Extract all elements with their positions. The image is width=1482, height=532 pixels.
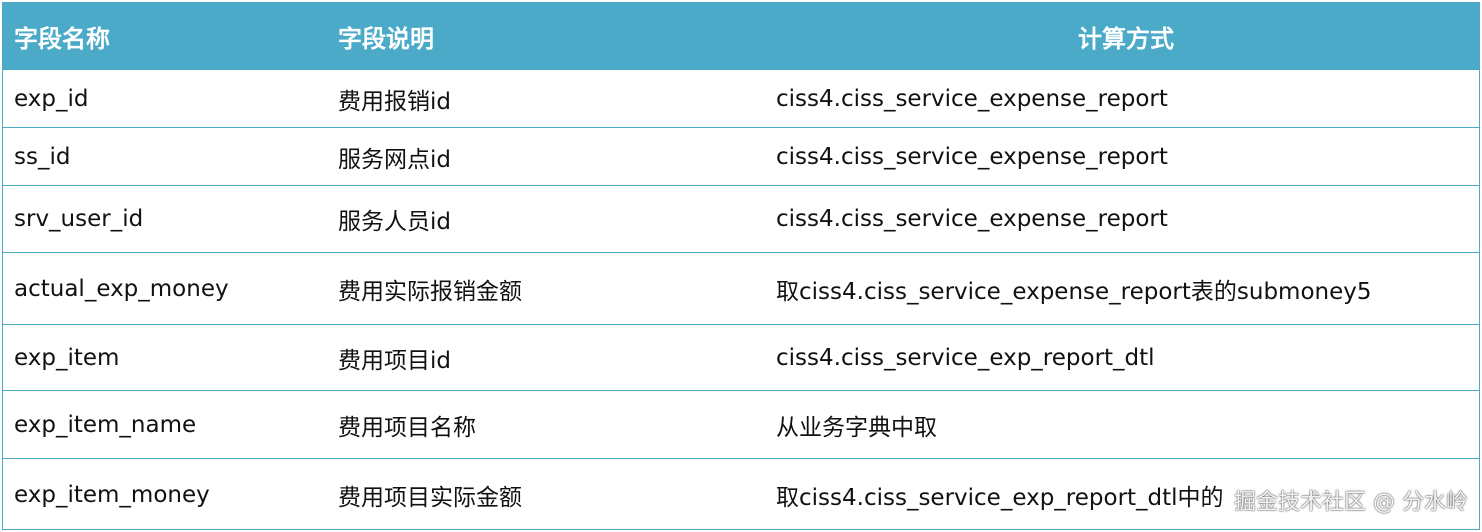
- header-field-name: 字段名称: [14, 25, 110, 53]
- calculation-method-cell: 取ciss4.ciss_service_expense_report表的subm…: [776, 278, 1372, 305]
- header-calculation-method: 计算方式: [1078, 25, 1174, 53]
- field-name-cell: exp_id: [14, 85, 89, 112]
- table-row: ss_id 服务网点id ciss4.ciss_service_expense_…: [3, 128, 1479, 186]
- field-name-cell: exp_item_name: [14, 411, 197, 438]
- field-description-cell: 服务网点id: [338, 146, 451, 173]
- table-row: actual_exp_money 费用实际报销金额 取ciss4.ciss_se…: [3, 253, 1479, 325]
- field-name-cell: exp_item: [14, 344, 120, 371]
- field-description-cell: 费用项目id: [338, 347, 451, 374]
- calculation-method-cell: ciss4.ciss_service_expense_report: [776, 85, 1168, 112]
- field-description-cell: 费用项目名称: [338, 414, 476, 441]
- header-field-description: 字段说明: [338, 25, 434, 53]
- field-description-cell: 服务人员id: [338, 209, 451, 235]
- table-row: exp_item_money 费用项目实际金额 取ciss4.ciss_serv…: [3, 459, 1479, 531]
- calculation-method-cell: 取ciss4.ciss_service_exp_report_dtl中的: [776, 485, 1224, 511]
- table-row: exp_item_name 费用项目名称 从业务字典中取: [3, 391, 1479, 459]
- calculation-method-cell: ciss4.ciss_service_expense_report: [776, 143, 1168, 170]
- watermark-text: 掘金技术社区 @ 分水岭: [1234, 490, 1468, 515]
- field-name-cell: exp_item_money: [14, 482, 210, 508]
- field-description-cell: 费用实际报销金额: [338, 278, 522, 305]
- field-description-cell: 费用报销id: [338, 88, 451, 115]
- field-name-cell: ss_id: [14, 143, 71, 170]
- field-name-cell: srv_user_id: [14, 206, 144, 232]
- table-header-row: 字段名称 字段说明 计算方式: [3, 3, 1479, 70]
- calculation-method-cell: ciss4.ciss_service_exp_report_dtl: [776, 344, 1155, 371]
- field-name-cell: actual_exp_money: [14, 275, 229, 302]
- table-row: exp_id 费用报销id ciss4.ciss_service_expense…: [3, 70, 1479, 128]
- table-row: exp_item 费用项目id ciss4.ciss_service_exp_r…: [3, 325, 1479, 391]
- calculation-method-cell: 从业务字典中取: [776, 414, 937, 441]
- field-description-cell: 费用项目实际金额: [338, 485, 522, 511]
- calculation-method-cell: ciss4.ciss_service_expense_report: [776, 206, 1168, 232]
- table-row: srv_user_id 服务人员id ciss4.ciss_service_ex…: [3, 186, 1479, 253]
